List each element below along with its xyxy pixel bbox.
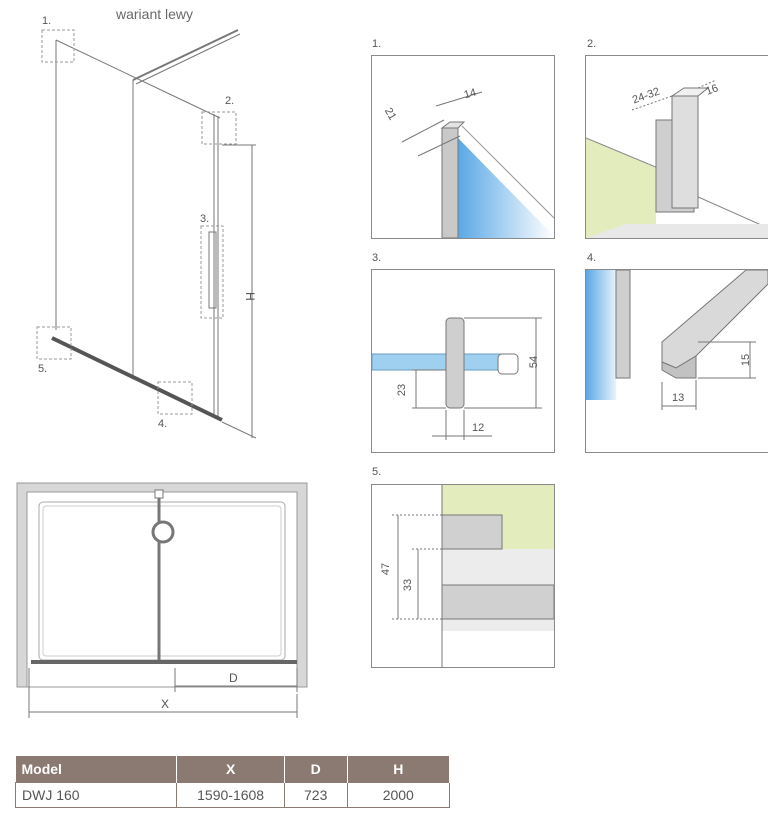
isometric-drawing: H 1. 2. 3. 4. 5. [36,15,257,439]
callout-box-4 [157,381,193,415]
detail-5-dim-33: 33 [402,578,415,592]
header-h: H [347,756,451,783]
callout-box-2 [201,111,237,145]
detail-2-label: 2. [587,38,597,50]
detail-5-label: 5. [372,466,382,478]
detail-3-dim-23: 23 [396,383,409,397]
dim-h-label: H [243,292,257,301]
detail-4-dim-13: 13 [672,392,685,404]
dim-x-label: X [161,697,169,711]
callout-box-5 [36,326,72,360]
callout-3-label: 3. [200,213,209,225]
table-header-row: Model X D H [15,756,451,783]
header-x: X [176,756,285,783]
cell-x: 1590-1608 [176,782,285,808]
detail-2: 24-32 16 [585,55,768,239]
callout-5-label: 5. [38,363,47,375]
table-row: DWJ 160 1590-1608 723 2000 [14,782,451,808]
header-d: D [284,756,348,783]
variant-title: wariant lewy [116,6,194,22]
plan-view: D X [16,482,308,718]
detail-5: 47 33 [371,484,555,668]
detail-3-label: 3. [372,252,382,264]
detail-3: 54 23 12 [371,269,555,453]
callout-1-label: 1. [42,15,51,27]
callout-4-label: 4. [158,418,167,430]
detail-4-dim-15: 15 [740,353,753,367]
callout-box-1 [41,29,75,63]
header-model: Model [15,756,178,783]
callout-box-3 [200,225,224,319]
detail-3-dim-12: 12 [472,422,485,434]
callout-2-label: 2. [225,95,234,107]
cell-model: DWJ 160 [14,782,178,808]
detail-1: 21 14 [371,55,555,239]
detail-1-label: 1. [372,38,382,50]
spec-table: Model X D H DWJ 160 1590-1608 723 2000 [14,756,451,808]
detail-3-dim-54: 54 [528,355,541,369]
dim-d-label: D [229,671,238,685]
detail-5-dim-47: 47 [380,562,393,576]
cell-h: 2000 [346,782,451,808]
detail-4-label: 4. [587,252,597,264]
detail-4: 15 13 [585,269,768,453]
cell-d: 723 [283,782,348,808]
